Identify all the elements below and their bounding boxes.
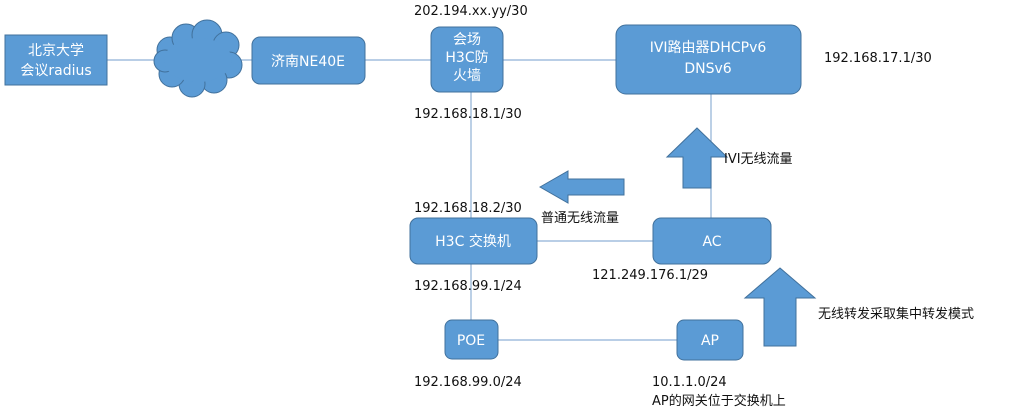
arrow-up-forward-mode-icon xyxy=(743,267,817,347)
node-poe: POE xyxy=(444,319,499,360)
node-jinan-ne40e-label: 济南NE40E xyxy=(271,54,345,70)
node-ivi-router-line2: DNSv6 xyxy=(684,61,731,77)
label-switch-top-ip: 192.168.18.2/30 xyxy=(414,201,522,216)
node-h3c-firewall: 会场 H3C防 火墙 xyxy=(430,26,504,93)
arrow-up-ivi-traffic-icon xyxy=(665,127,729,189)
node-ivi-router-line1: IVI路由器DHCPv6 xyxy=(650,40,767,56)
arrow-left-normal-traffic-icon xyxy=(538,170,625,204)
label-ac-ip: 121.249.176.1/29 xyxy=(592,268,708,283)
node-ap: AP xyxy=(676,319,744,361)
label-ivi-ip: 192.168.17.1/30 xyxy=(824,51,932,66)
node-h3c-firewall-line3: 火墙 xyxy=(453,68,481,84)
node-poe-label: POE xyxy=(457,333,485,349)
label-switch-bottom-ip: 192.168.99.1/24 xyxy=(414,279,522,294)
node-pku-radius: 北京大学 会议radius xyxy=(4,34,108,86)
label-poe-ip: 192.168.99.0/24 xyxy=(414,375,522,390)
label-normal-traffic: 普通无线流量 xyxy=(541,211,619,226)
label-ap-ip: 10.1.1.0/24 xyxy=(652,375,727,390)
node-pku-radius-line1: 北京大学 xyxy=(28,43,84,59)
node-pku-radius-line2: 会议radius xyxy=(20,63,91,79)
node-ap-label: AP xyxy=(701,333,719,349)
internet-cloud-icon xyxy=(153,19,243,98)
label-ap-gateway: AP的网关位于交换机上 xyxy=(652,393,786,409)
label-fw-bottom-ip: 192.168.18.1/30 xyxy=(414,107,522,122)
node-h3c-firewall-line2: H3C防 xyxy=(445,50,488,66)
node-ac: AC xyxy=(652,217,772,265)
label-forward-mode: 无线转发采取集中转发模式 xyxy=(818,306,974,322)
label-ivi-traffic: IVI无线流量 xyxy=(724,152,793,167)
node-h3c-switch-label: H3C 交换机 xyxy=(435,233,511,250)
label-fw-top-ip: 202.194.xx.yy/30 xyxy=(414,4,528,19)
node-jinan-ne40e: 济南NE40E xyxy=(251,36,366,85)
node-h3c-firewall-line1: 会场 xyxy=(453,32,481,48)
node-ac-label: AC xyxy=(702,234,721,250)
node-ivi-router: IVI路由器DHCPv6 DNSv6 xyxy=(615,24,802,95)
node-h3c-switch: H3C 交换机 xyxy=(409,217,538,265)
